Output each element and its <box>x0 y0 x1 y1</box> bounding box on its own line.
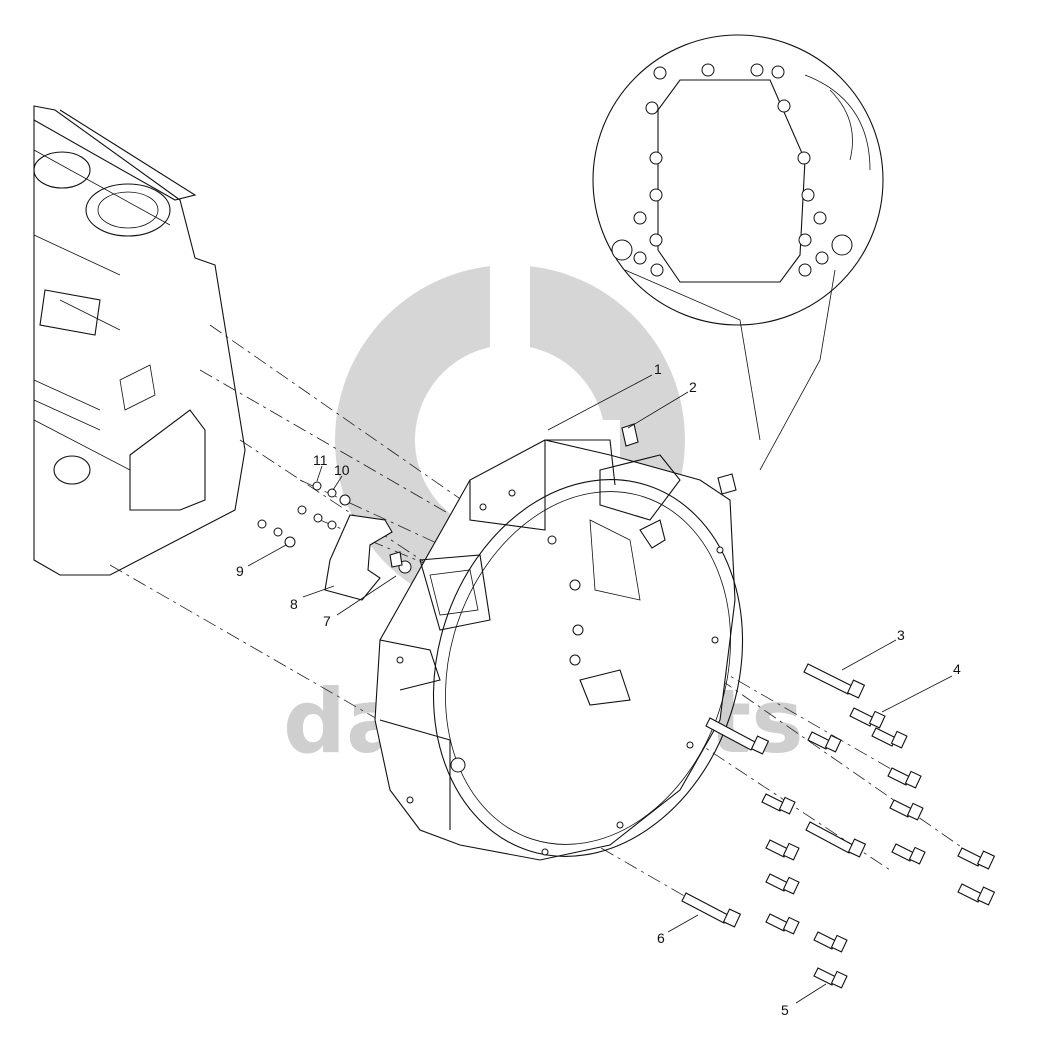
detail-view-bubble <box>592 34 884 471</box>
callout-11: 11 <box>313 452 328 468</box>
callout-7: 7 <box>323 613 331 629</box>
callout-3: 3 <box>897 627 905 643</box>
short-bolt <box>891 843 926 865</box>
callout-4: 4 <box>953 661 961 677</box>
short-bolt <box>887 767 922 789</box>
short-bolt <box>871 727 908 749</box>
leader-lines <box>247 374 953 1004</box>
short-bolt <box>765 913 800 935</box>
short-bolt <box>765 873 800 895</box>
short-bolt <box>813 967 848 989</box>
callout-10: 10 <box>334 462 350 478</box>
short-bolt <box>807 731 842 753</box>
callout-5: 5 <box>781 1002 789 1018</box>
engine-block <box>33 105 246 576</box>
callout-9: 9 <box>236 563 244 579</box>
short-bolt <box>849 707 886 729</box>
callout-1: 1 <box>654 361 662 377</box>
bolts <box>681 663 996 989</box>
flywheel-housing <box>374 439 744 861</box>
plug-top <box>621 423 737 549</box>
cover-plate <box>324 514 412 601</box>
short-bolt <box>765 839 800 861</box>
washers-nuts <box>257 481 351 548</box>
callout-2: 2 <box>689 379 697 395</box>
callout-labels: 1 2 3 4 5 6 7 8 9 10 11 <box>236 361 961 1018</box>
short-bolt <box>813 931 848 953</box>
short-bolt <box>761 793 796 815</box>
short-bolt <box>889 799 924 821</box>
short-bolt <box>957 883 996 906</box>
callout-6: 6 <box>657 930 665 946</box>
callout-8: 8 <box>290 596 298 612</box>
short-bolt <box>957 847 996 870</box>
